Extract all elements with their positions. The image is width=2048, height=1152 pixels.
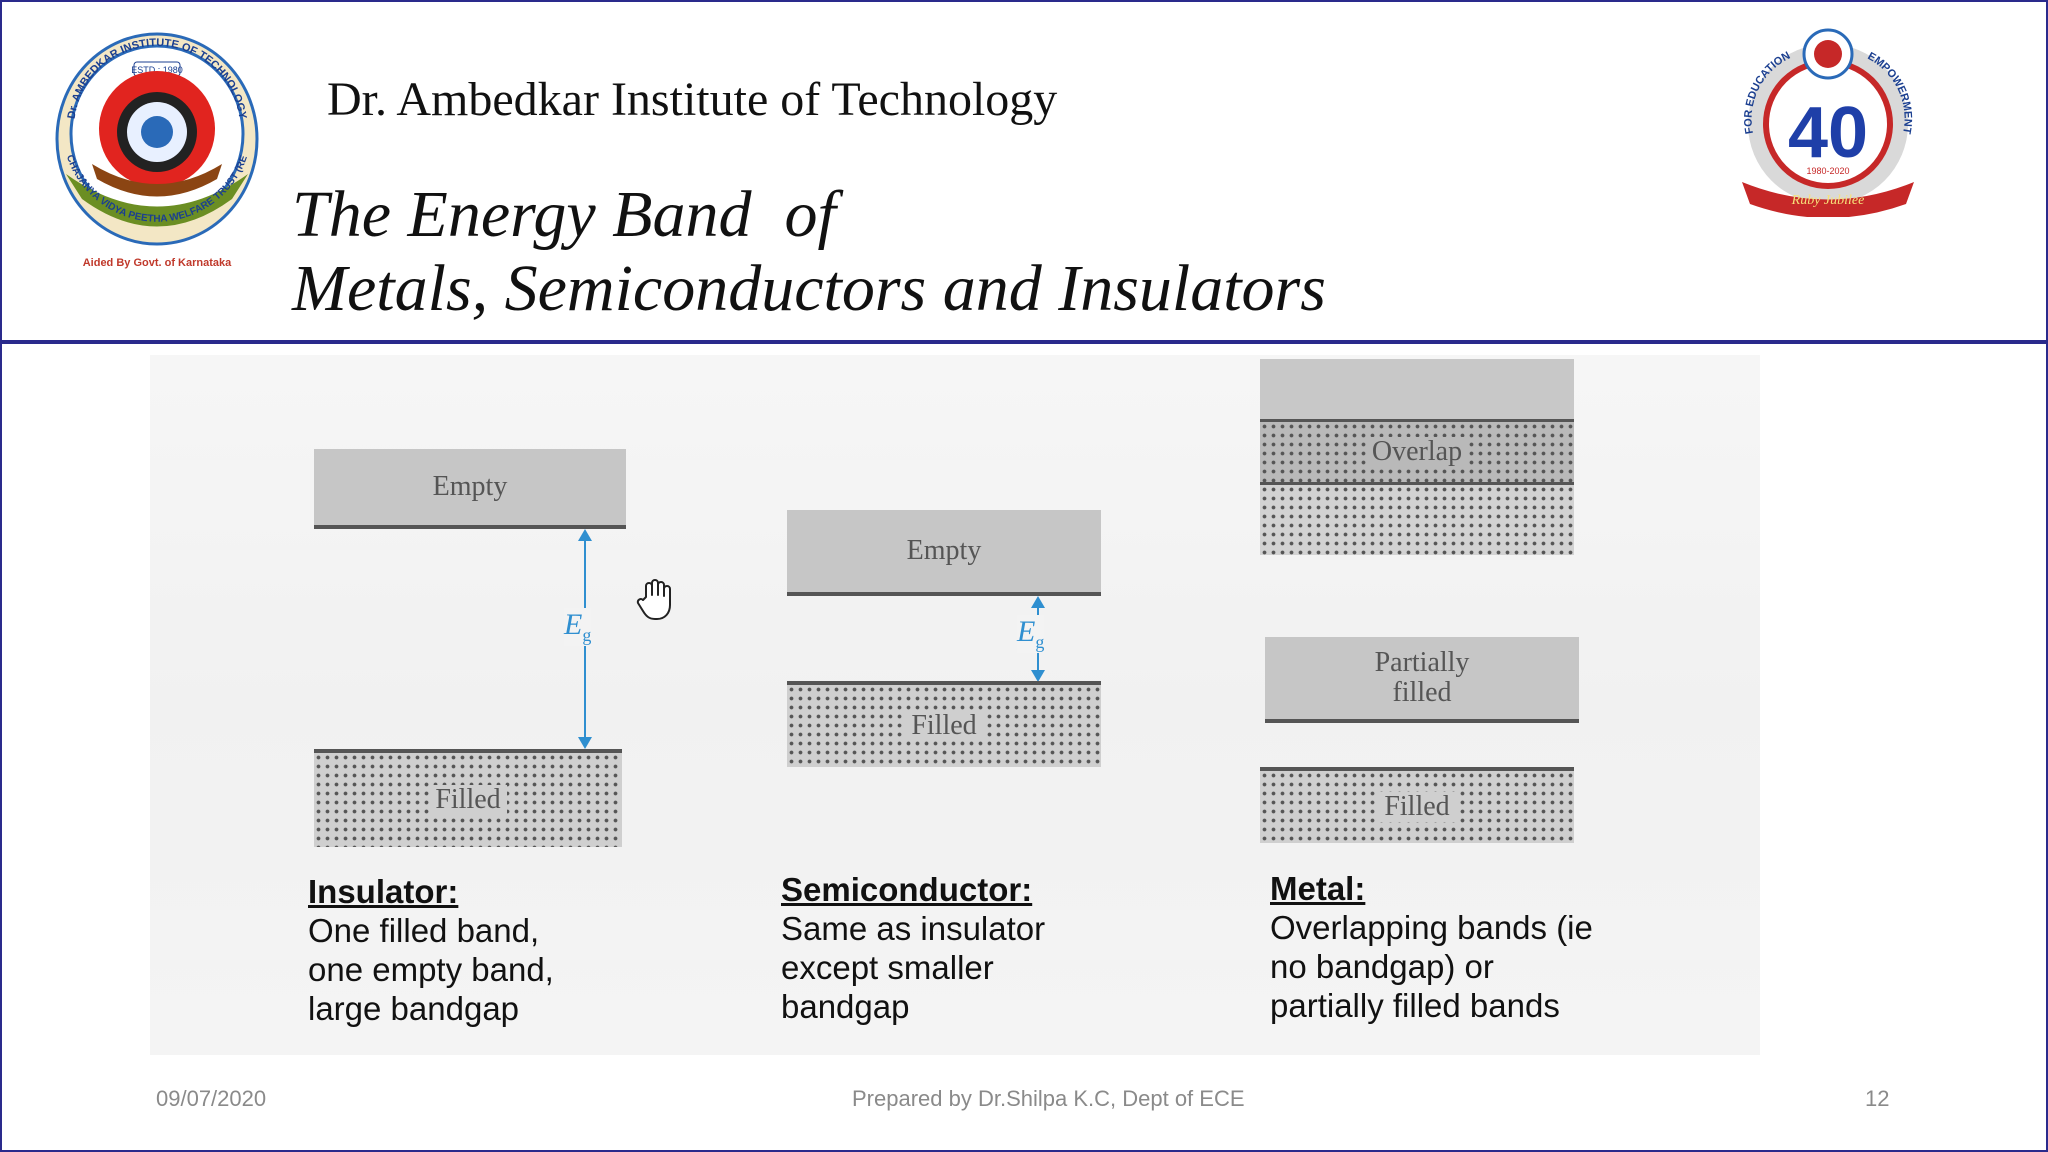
insulator-line-1: One filled band, [308,912,540,949]
ruby-jubilee-logo: FOR EDUCATION EMPOWERMENT 40 1980-2020 R… [1730,12,1926,218]
hand-cursor-icon [632,577,678,623]
semiconductor-filled-label: Filled [905,711,983,741]
semiconductor-heading: Semiconductor: [781,871,1033,908]
header-divider [0,340,2048,344]
metal-filled-label: Filled [1378,792,1456,822]
semiconductor-line-1: Same as insulator [781,910,1046,947]
metal-upper-band [1260,359,1574,419]
energy-band-figure: Empty Eg Filled Empty Eg Filled Overlap … [150,355,1760,1055]
metal-heading: Metal: [1270,870,1366,907]
semiconductor-caption: Semiconductor: Same as insulator except … [781,870,1045,1026]
insulator-heading: Insulator: [308,873,459,910]
metal-filled-band: Filled [1260,767,1574,843]
footer-date: 09/07/2020 [156,1086,267,1111]
logo-right-ribbon: Ruby Jubilee [1791,193,1865,208]
metal-caption: Metal: Overlapping bands (ie no bandgap)… [1270,869,1593,1025]
title-line-2: Metals, Semiconductors and Insulators [292,252,1326,325]
insulator-line-3: large bandgap [308,990,520,1027]
title-line-1: The Energy Band of [292,178,836,251]
institute-name: Dr. Ambedkar Institute of Technology [327,73,1058,126]
logo-right-number: 40 [1788,93,1868,173]
metal-line-2: no bandgap) or [1270,948,1494,985]
insulator-line-2: one empty band, [308,951,554,988]
metal-line-3: partially filled bands [1270,987,1560,1024]
semiconductor-line-3: bandgap [781,988,910,1025]
semiconductor-filled-band: Filled [787,681,1101,767]
metal-partial-label-1: Partially [1374,647,1470,678]
footer-prepared-by: Prepared by Dr.Shilpa K.C, Dept of ECE [852,1086,1245,1111]
metal-lower-band [1260,485,1574,555]
logo-left-estd: ESTD : 1980 [131,65,183,75]
semiconductor-gap-label: Eg [1017,615,1045,653]
slide-title: The Energy Band of Metals, Semiconductor… [292,178,1326,326]
insulator-caption: Insulator: One filled band, one empty ba… [308,872,554,1028]
metal-overlap-label: Overlap [1365,437,1469,467]
semiconductor-empty-band: Empty [787,510,1101,596]
metal-overlap-band: Overlap [1260,419,1574,485]
logo-right-years: 1980-2020 [1806,166,1849,176]
insulator-gap-label: Eg [564,608,592,646]
metal-partial-label-2: filled [1392,677,1452,708]
insulator-empty-band: Empty [314,449,626,529]
semiconductor-line-2: except smaller [781,949,994,986]
metal-line-1: Overlapping bands (ie [1270,909,1593,946]
footer-page-number: 12 [1865,1086,1890,1111]
insulator-empty-label: Empty [432,471,508,502]
institute-logo: Dr. AMBEDKAR INSTITUTE OF TECHNOLOGY EST… [48,16,262,274]
insulator-filled-band: Filled [314,749,622,847]
logo-left-aided: Aided By Govt. of Karnataka [83,257,232,269]
insulator-filled-label: Filled [429,785,507,815]
semiconductor-empty-label: Empty [906,535,982,566]
